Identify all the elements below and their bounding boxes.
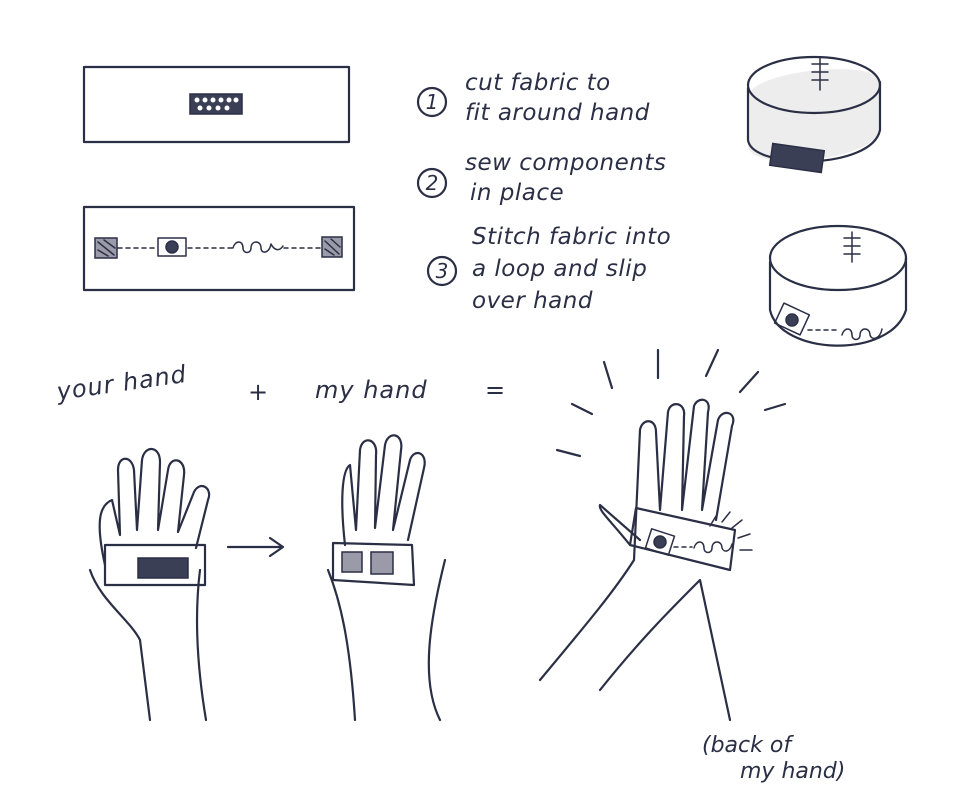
step-2: 2 sew components in place bbox=[418, 150, 666, 206]
step-1: 1 cut fabric to fit around hand bbox=[418, 70, 650, 126]
note-line1: (back of bbox=[702, 733, 794, 758]
fabric-loop-sewn bbox=[770, 226, 906, 346]
step-2-line1: sew components bbox=[465, 150, 666, 176]
equals-sign: = bbox=[485, 376, 506, 404]
hand2-left-patch-icon bbox=[342, 552, 362, 572]
conductive-thread-icon bbox=[233, 242, 283, 253]
hand1-battery-icon bbox=[138, 558, 188, 578]
left-patch-icon bbox=[95, 238, 117, 258]
step-3-line3: over hand bbox=[472, 288, 593, 314]
your-hand-label: your hand bbox=[54, 360, 189, 406]
step-3-line2: a loop and slip bbox=[472, 256, 647, 282]
step-1-number: 1 bbox=[426, 90, 439, 114]
my-hand-label: my hand bbox=[315, 376, 428, 404]
fabric-strip-sewn bbox=[84, 207, 354, 290]
step-2-line2: in place bbox=[470, 180, 564, 206]
note-line2: my hand) bbox=[740, 759, 845, 784]
step-3-number: 3 bbox=[436, 259, 449, 283]
led-component-icon bbox=[158, 238, 186, 256]
equation: your hand + my hand = bbox=[54, 360, 506, 406]
fabric-strip-cut bbox=[84, 67, 349, 142]
arrow-right-icon bbox=[228, 538, 283, 556]
step-1-line1: cut fabric to bbox=[465, 70, 611, 96]
high-five-led-icon bbox=[645, 529, 674, 555]
step-list: 1 cut fabric to fit around hand 2 sew co… bbox=[418, 70, 671, 314]
hand2-right-patch-icon bbox=[371, 552, 393, 574]
step-1-line2: fit around hand bbox=[465, 100, 650, 126]
high-five-drawing bbox=[540, 350, 785, 720]
my-hand-drawing bbox=[328, 435, 445, 720]
right-patch-icon bbox=[322, 237, 342, 257]
your-hand-drawing bbox=[90, 449, 209, 720]
loop-led-icon bbox=[775, 303, 810, 335]
step-2-number: 2 bbox=[426, 171, 439, 195]
burst-lines-icon bbox=[557, 350, 785, 550]
step-3-line1: Stitch fabric into bbox=[472, 224, 671, 250]
back-of-hand-note: (back of my hand) bbox=[702, 733, 845, 784]
plus-sign: + bbox=[248, 378, 269, 406]
step-3: 3 Stitch fabric into a loop and slip ove… bbox=[428, 224, 671, 314]
battery-component-icon bbox=[190, 94, 242, 114]
fabric-loop-plain bbox=[748, 57, 880, 173]
